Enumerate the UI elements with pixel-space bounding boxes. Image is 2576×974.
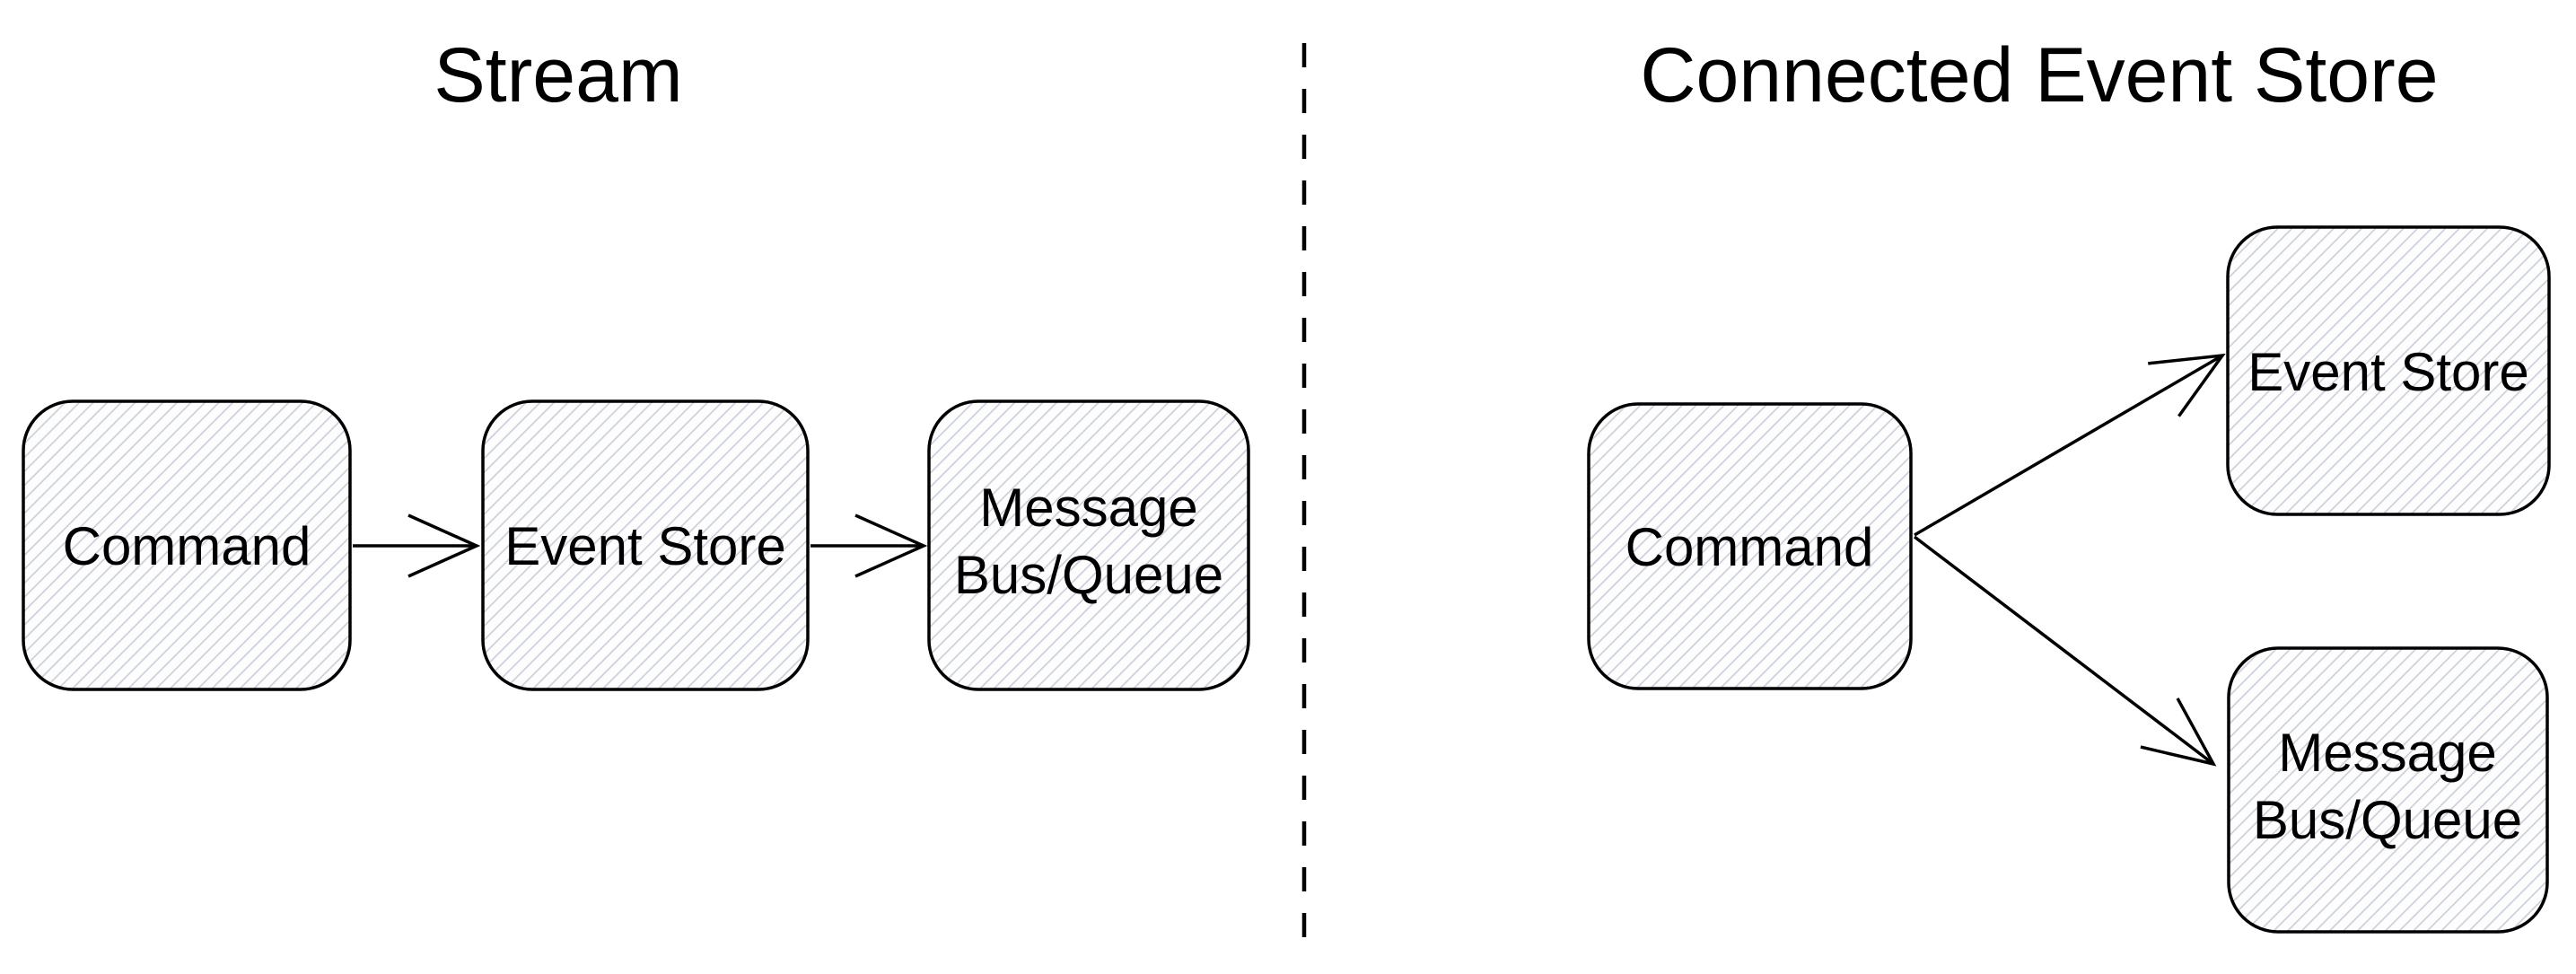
stream-message-bus-label-line2: Bus/Queue [954,545,1223,605]
connected-event-store-label: Event Store [2247,342,2529,402]
connected-message-bus-node [2227,646,2549,934]
connected-arrow-command-to-messagebus [1913,535,2217,767]
stream-message-bus-node [927,399,1250,691]
connected-command-label: Command [1625,517,1874,577]
stream-section-title: Stream [434,32,682,118]
stream-command-node [22,399,352,691]
stream-message-bus-label-line1: Message [979,478,1197,538]
connected-command-node [1587,402,1913,690]
connected-arrow-command-to-eventstore [1914,353,2226,537]
connected-event-store-node [2226,225,2551,516]
connected-event-store-section-title: Connected Event Store [1640,32,2438,118]
connected-message-bus-label-line1: Message [2278,723,2496,783]
stream-event-store-node [481,399,810,691]
stream-event-store-label: Event Store [504,516,786,576]
stream-command-label: Command [63,516,311,576]
connected-message-bus-label-line2: Bus/Queue [2253,790,2522,850]
